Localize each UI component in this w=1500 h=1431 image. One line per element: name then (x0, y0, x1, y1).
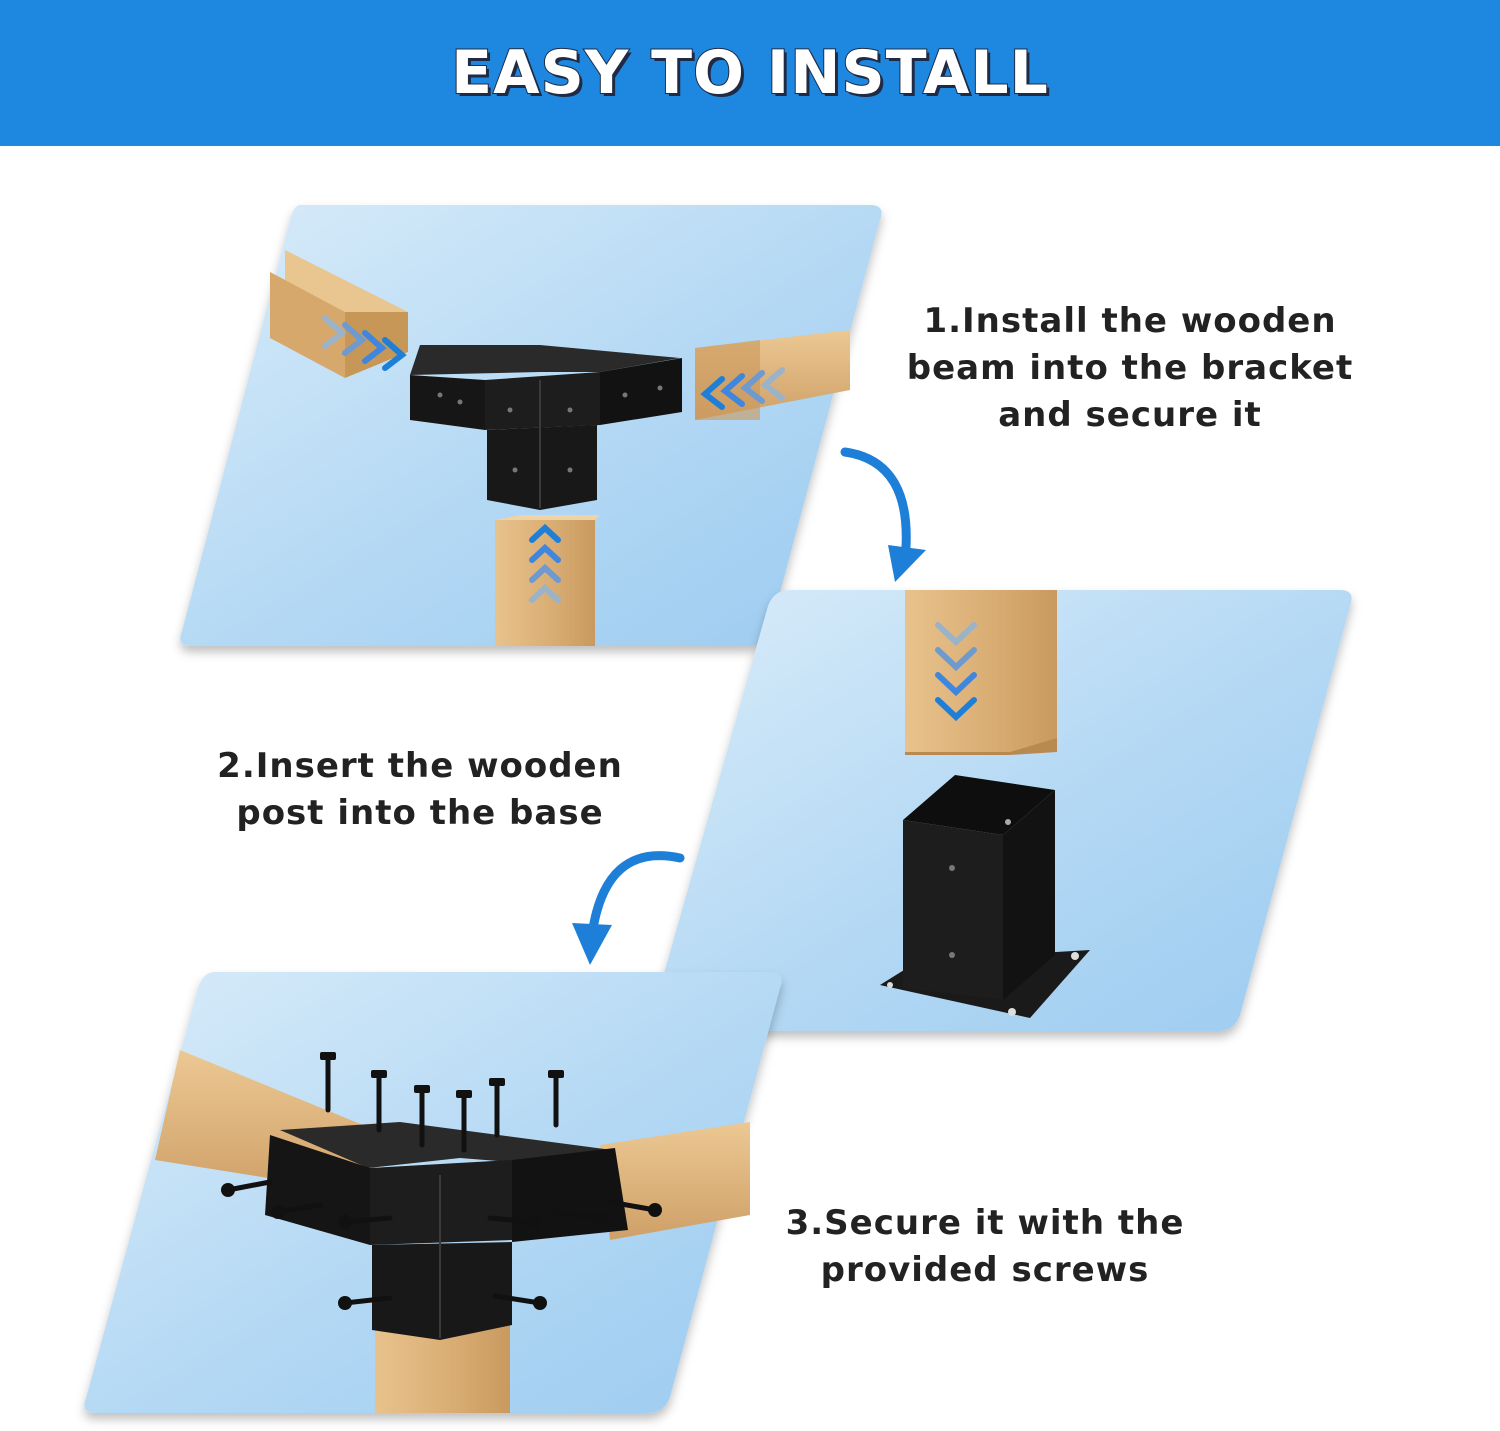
curved-arrow-step-2-to-3 (572, 851, 685, 965)
page-title: EASY TO INSTALL (450, 37, 1049, 109)
wood-beam-right-3 (600, 1122, 750, 1240)
screws-horizontal (221, 1179, 662, 1310)
curved-arrow-step-1-to-2 (840, 447, 926, 582)
wood-post (495, 515, 600, 646)
step-3-instruction: 3.Secure it with the provided screws (785, 1203, 1185, 1290)
panel-step-1 (180, 205, 882, 646)
installation-illustration (84, 205, 1352, 1413)
title-banner: EASY TO INSTALL (0, 0, 1500, 146)
insert-arrows-left (322, 315, 407, 371)
step-1-instruction: 1.Install the wooden beam into the brack… (906, 301, 1354, 435)
step-2-instruction: 2.Insert the wooden post into the base (217, 746, 623, 833)
panel-step-2 (650, 590, 1352, 1031)
insert-arrows-right (700, 367, 785, 410)
insert-arrows-down (935, 622, 977, 722)
corner-bracket (410, 345, 682, 510)
post-base-bracket (880, 775, 1090, 1018)
wood-post-vertical (905, 590, 1057, 755)
insert-arrows-up (529, 523, 561, 603)
panel-step-3 (84, 972, 782, 1413)
screws-vertical (320, 1052, 564, 1153)
